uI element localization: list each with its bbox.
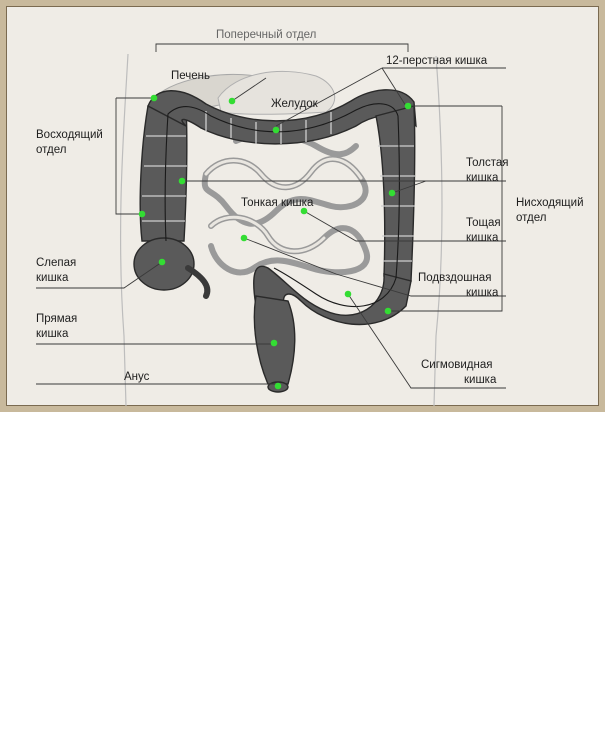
label-rectum-2: кишка [36, 328, 69, 340]
label-sigmoid-1: Сигмовидная [421, 359, 492, 371]
body-outline [119, 53, 443, 407]
marker-dot [344, 290, 352, 298]
transverse-bracket [155, 43, 409, 52]
label-ascending-1: Восходящий [36, 129, 103, 141]
marker-dot [270, 339, 278, 347]
label-ascending-2: отдел [36, 144, 66, 156]
label-jejunum-2: кишка [466, 232, 499, 244]
marker-dot [388, 189, 396, 197]
label-rectum-1: Прямая [36, 313, 77, 325]
label-small-intestine: Тонкая кишка [241, 197, 314, 209]
marker-dot [178, 177, 186, 185]
marker-dot [240, 234, 248, 242]
stomach-shape [217, 70, 336, 115]
label-cecum-1: Слепая [36, 257, 76, 269]
label-stomach: Желудок [271, 98, 319, 110]
label-duodenum: 12-перстная кишка [386, 55, 488, 67]
label-descending-1: Нисходящий [516, 197, 584, 209]
figure-frame: Поперечный отдел 12-перстная кишка Печен… [0, 0, 605, 412]
marker-dot [300, 207, 308, 215]
label-anus: Анус [124, 371, 150, 383]
marker-dot [228, 97, 236, 105]
label-ileum-2: кишка [466, 287, 499, 299]
marker-dot [138, 210, 146, 218]
label-sigmoid-2: кишка [464, 374, 497, 386]
marker-dot [150, 94, 158, 102]
label-liver: Печень [171, 70, 210, 82]
leader-lines [36, 67, 506, 389]
marker-dots [138, 94, 412, 390]
label-large-2: кишка [466, 172, 499, 184]
labels: Поперечный отдел 12-перстная кишка Печен… [36, 29, 584, 386]
label-transverse: Поперечный отдел [216, 29, 316, 41]
marker-dot [158, 258, 166, 266]
marker-dot [384, 307, 392, 315]
label-cecum-2: кишка [36, 272, 69, 284]
label-large-1: Толстая [466, 157, 509, 169]
marker-dot [274, 382, 282, 390]
marker-dot [272, 126, 280, 134]
label-ileum-1: Подвздошная [418, 272, 491, 284]
anatomy-diagram: Поперечный отдел 12-перстная кишка Печен… [36, 29, 584, 407]
label-descending-2: отдел [516, 212, 546, 224]
marker-dot [404, 102, 412, 110]
label-jejunum-1: Тощая [466, 217, 501, 229]
